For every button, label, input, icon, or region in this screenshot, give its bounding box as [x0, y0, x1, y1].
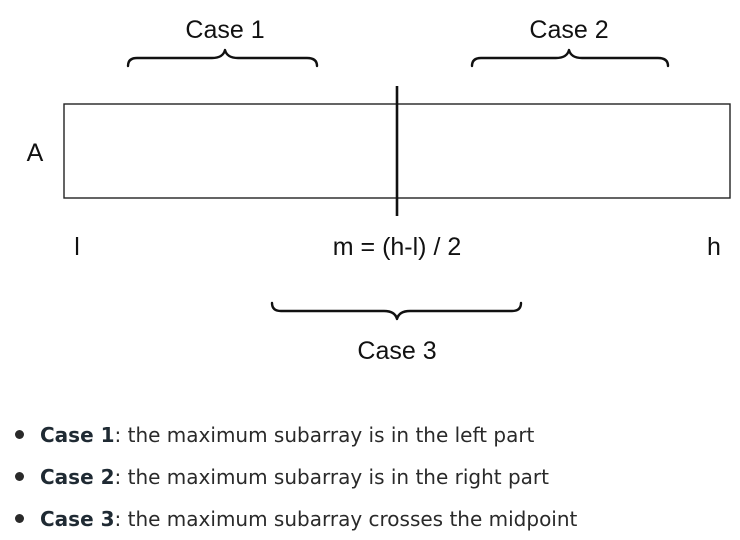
mid-index-label: m = (h-l) / 2	[333, 233, 462, 261]
low-index-label: l	[74, 233, 80, 261]
bullet-text: : the maximum subarray is in the right p…	[114, 465, 549, 489]
subarray-diagram: Case 1 Case 2 A l m = (h-l) / 2 h Case 3	[27, 16, 731, 365]
bullet-dot	[15, 514, 24, 523]
bullet-case-name: Case 2	[40, 465, 115, 489]
bullet-case3: Case 3: the maximum subarray crosses the…	[0, 498, 740, 540]
bullet-dot	[15, 430, 24, 439]
array-label: A	[27, 139, 44, 167]
case2-brace	[470, 48, 670, 68]
case3-brace	[270, 301, 523, 321]
case1-brace	[126, 48, 319, 68]
case3-label: Case 3	[357, 337, 436, 365]
case2-label: Case 2	[529, 16, 608, 44]
case1-label: Case 1	[185, 16, 264, 44]
high-index-label: h	[707, 233, 721, 261]
case-explanations: Case 1: the maximum subarray is in the l…	[0, 414, 740, 540]
bullet-dot	[15, 472, 24, 481]
bullet-case2: Case 2: the maximum subarray is in the r…	[0, 456, 740, 498]
bullet-case-name: Case 1	[40, 423, 115, 447]
bullet-text: : the maximum subarray is in the left pa…	[114, 423, 535, 447]
bullet-text: : the maximum subarray crosses the midpo…	[114, 507, 578, 531]
bullet-case-name: Case 3	[40, 507, 115, 531]
bullet-case1: Case 1: the maximum subarray is in the l…	[0, 414, 740, 456]
